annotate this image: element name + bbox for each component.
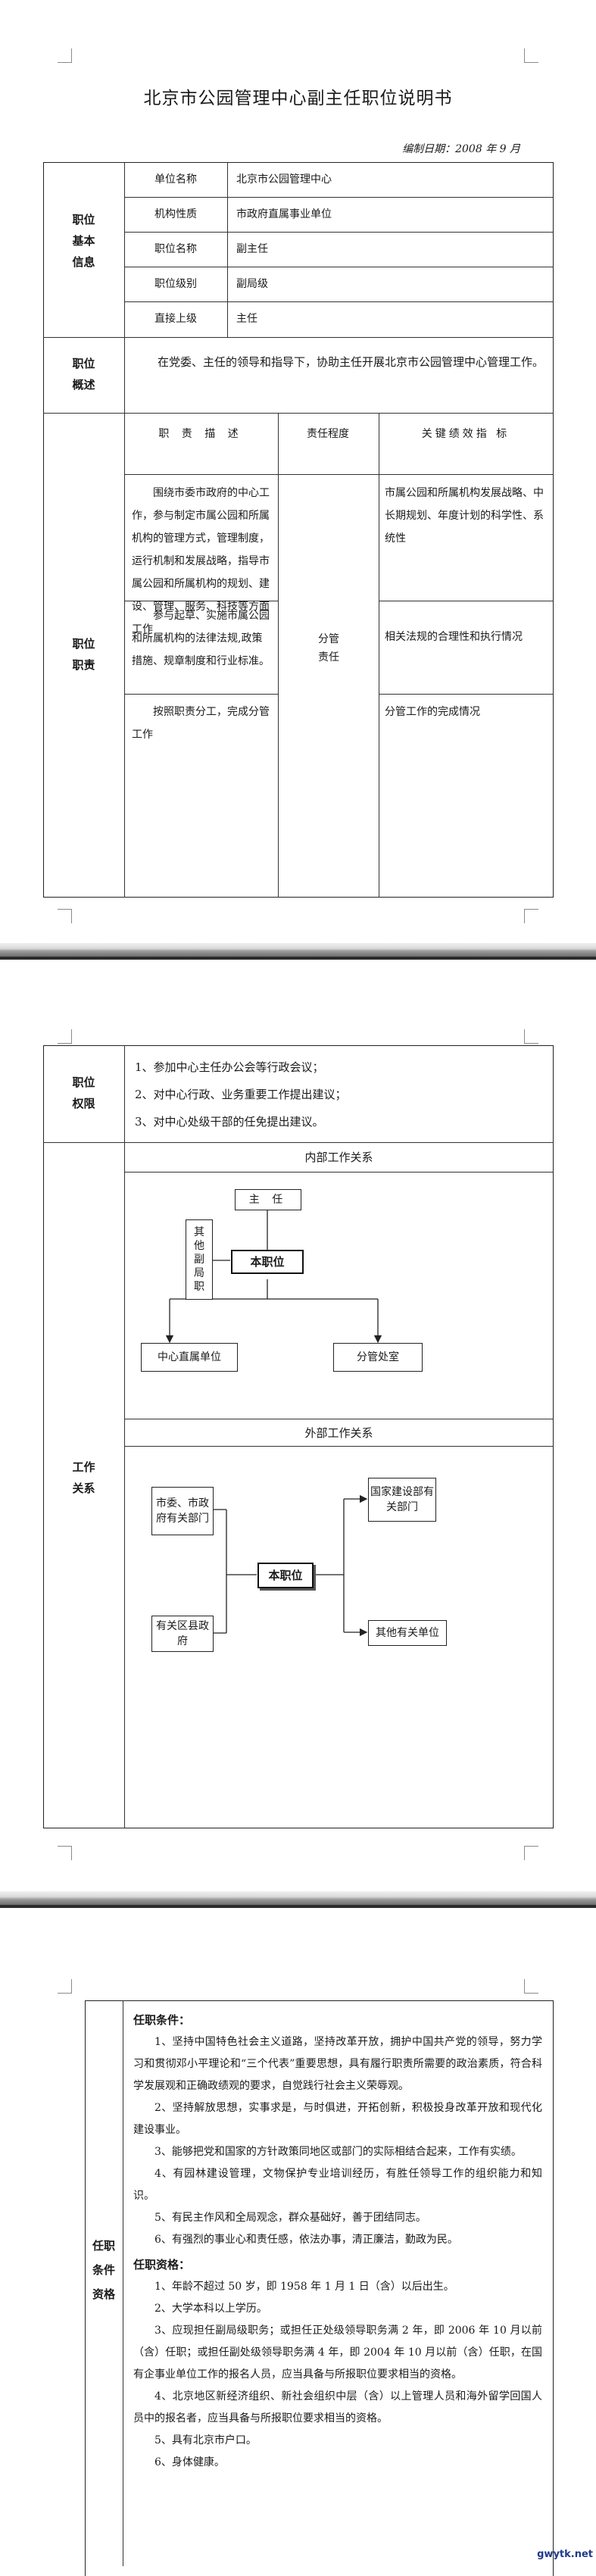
duty-item: 按照职责分工，完成分管工作 <box>132 706 270 741</box>
duty-item: 参与起草、实施市属公园和所属机构的法律法规,政策措施、规章制度和行业标准。 <box>132 610 270 667</box>
page-1: 北京市公园管理中心副主任职位说明书 编制日期：2008 年 9 月 职位基本信息… <box>0 0 596 943</box>
qualifications-title: 任职资格： <box>133 2258 191 2272</box>
crop-mark <box>58 1029 72 1044</box>
other-units-box: 其他有关单位 <box>368 1620 447 1646</box>
duties-label: 职位职责 <box>72 637 95 672</box>
basic-value: 副局级 <box>236 278 268 290</box>
page-2: 职位权限 1、参加中心主任办公会等行政会议； 2、对中心行政、业务重要工作提出建… <box>0 960 596 1891</box>
basic-value: 副主任 <box>236 243 268 255</box>
crop-mark <box>524 1979 538 1994</box>
crop-mark <box>58 909 72 923</box>
kpi-item: 市属公园和所属机构发展战略、中长期规划、年度计划的科学性、系统性 <box>385 487 544 545</box>
conditions-title: 任职条件： <box>133 2013 191 2027</box>
page-separator-line <box>0 1905 596 1908</box>
crop-mark <box>524 48 538 63</box>
basic-key: 直接上级 <box>154 313 197 325</box>
self-position-box: 本职位 <box>257 1563 314 1588</box>
page-3: 任职条件资格 任职条件： 1、坚持中国特色社会主义道路，坚持改革开放，拥护中国共… <box>0 1908 596 2576</box>
qualification-item: 4、北京地区新经济组织、新社会组织中层（含）以上管理人员和海外留学回国人员中的报… <box>133 2390 542 2425</box>
crop-mark <box>58 1846 72 1860</box>
basic-value: 主任 <box>236 313 257 325</box>
crop-mark <box>524 1029 538 1044</box>
watermark: gwytk.net <box>537 2549 593 2560</box>
authority-label: 职位权限 <box>72 1076 95 1110</box>
qualification-item: 1、年龄不超过 50 岁，即 1958 年 1 月 1 日（含）以后出生。 <box>154 2281 454 2293</box>
kpi-item: 相关法规的合理性和执行情况 <box>385 631 523 643</box>
crop-mark <box>58 48 72 63</box>
duties-header-degree: 责任程度 <box>307 428 349 440</box>
basic-value: 北京市公园管理中心 <box>236 173 332 186</box>
condition-item: 3、能够把党和国家的方针政策同地区或部门的实际相结合起来，工作有实绩。 <box>154 2146 522 2158</box>
direct-units-box: 中心直属单位 <box>141 1343 238 1372</box>
basic-key: 单位名称 <box>154 173 197 186</box>
job-table-3 <box>85 2000 554 2576</box>
job-table-2 <box>43 1045 554 1828</box>
authority-item: 2、对中心行政、业务重要工作提出建议； <box>135 1088 347 1101</box>
qualification-item: 2、大学本科以上学历。 <box>154 2303 267 2315</box>
qualification-item: 5、具有北京市户口。 <box>154 2434 257 2446</box>
page-separator <box>0 943 596 957</box>
condition-item: 5、有民主作风和全局观念，群众基础好，善于团结同志。 <box>154 2212 426 2224</box>
external-diagram-lines <box>214 1494 368 1637</box>
self-position-box: 本职位 <box>231 1250 304 1274</box>
basic-info-label: 职位基本信息 <box>72 213 95 269</box>
job-table-1 <box>43 162 554 898</box>
page-separator <box>0 1891 596 1905</box>
managed-offices-box: 分管处室 <box>333 1343 423 1372</box>
condition-item: 2、坚持解放思想，实事求是，与时俱进，开拓创新，积极投身改革开放和现代化建设事业… <box>133 2102 542 2136</box>
kpi-item: 分管工作的完成情况 <box>385 706 480 718</box>
authority-item: 3、对中心处级干部的任免提出建议。 <box>135 1115 324 1129</box>
duties-header-duty: 职 责 描 述 <box>158 428 243 440</box>
basic-value: 市政府直属事业单位 <box>236 208 332 220</box>
other-deputy-box: 其他副局职 <box>186 1219 213 1300</box>
qualifications-label: 任职条件资格 <box>92 2239 115 2301</box>
authority-item: 1、参加中心主任办公会等行政会议； <box>135 1060 324 1074</box>
page-separator-line <box>0 957 596 960</box>
condition-item: 6、有强烈的事业心和责任感，依法办事，清正廉洁，勤政为民。 <box>154 2234 458 2246</box>
duty-degree: 分管责任 <box>317 633 339 664</box>
document-title: 北京市公园管理中心副主任职位说明书 <box>143 89 453 108</box>
compile-date: 编制日期：2008 年 9 月 <box>402 143 520 155</box>
relations-label: 工作关系 <box>72 1460 95 1495</box>
duty-item: 围绕市委市政府的中心工作，参与制定市属公园和所属机构的管理方式，管理制度，运行机… <box>132 487 270 635</box>
qualification-item: 3、应现担任副局级职务；或担任正处级领导职务满 2 年，即 2006 年 10 … <box>133 2325 542 2381</box>
summary-text: 在党委、主任的领导和指导下，协助主任开展北京市公园管理中心管理工作。 <box>158 355 545 369</box>
duties-header-kpi: 关键绩效指 标 <box>421 428 510 440</box>
condition-item: 1、坚持中国特色社会主义道路，坚持改革开放，拥护中国共产党的领导，努力学习和贯彻… <box>133 2036 542 2092</box>
condition-item: 4、有园林建设管理，文物保护专业培训经历，有胜任领导工作的组织能力和知识。 <box>133 2168 542 2202</box>
qualifications-body: 任职条件： 1、坚持中国特色社会主义道路，坚持改革开放，拥护中国共产党的领导，努… <box>133 2006 542 2474</box>
external-relations-title: 外部工作关系 <box>304 1426 373 1440</box>
district-gov-box: 有关区县政府 <box>151 1616 214 1652</box>
internal-relations-title: 内部工作关系 <box>304 1151 373 1164</box>
ministry-depts-box: 国家建设部有关部门 <box>368 1478 436 1522</box>
crop-mark <box>524 909 538 923</box>
crop-mark <box>58 1979 72 1994</box>
basic-key: 机构性质 <box>154 208 197 220</box>
crop-mark <box>524 1846 538 1860</box>
qualification-item: 6、身体健康。 <box>154 2456 225 2468</box>
summary-label: 职位概述 <box>72 357 95 392</box>
basic-key: 职位名称 <box>154 243 197 255</box>
municipal-depts-box: 市委、市政府有关部门 <box>151 1487 214 1535</box>
director-box: 主 任 <box>235 1189 301 1210</box>
basic-key: 职位级别 <box>154 278 197 290</box>
